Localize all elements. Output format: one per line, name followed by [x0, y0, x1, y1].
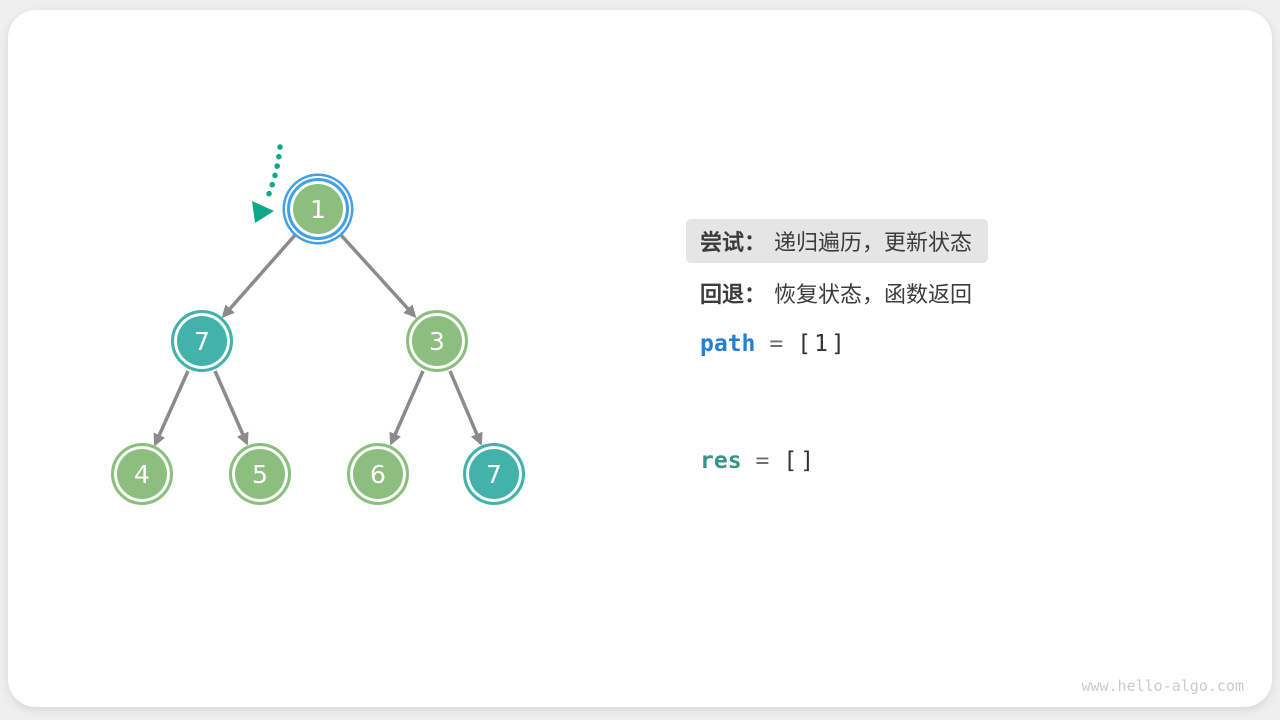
tree-node-5[interactable]: 5 [229, 443, 291, 505]
path-variable-value: [1] [797, 331, 848, 357]
try-text: 递归遍历，更新状态 [774, 230, 973, 255]
tree-node-value: 7 [194, 326, 210, 356]
tree-node-7-left[interactable]: 7 [171, 310, 233, 372]
edge-7-to-5 [213, 370, 249, 446]
edge-1-to-3 [338, 232, 417, 318]
backtrack-text: 恢复状态，函数返回 [774, 282, 973, 307]
res-variable-value: [] [783, 448, 818, 474]
backtrack-label: 回退： [700, 282, 767, 307]
try-label: 尝试： [700, 230, 767, 255]
figure-card: 1 7 3 4 5 6 7 尝试： 递归遍历，更新状态 回退： 恢复状态，函数返… [8, 10, 1272, 707]
tree-node-7-right[interactable]: 7 [463, 443, 525, 505]
tree-node-value: 7 [486, 459, 502, 489]
tree-node-value: 3 [429, 326, 445, 356]
edge-1-to-7 [221, 232, 298, 319]
current-pointer-arrowhead-icon [252, 201, 274, 223]
path-variable-line: path = [1] [700, 330, 848, 358]
tree-node-value: 5 [252, 459, 268, 489]
edge-7-to-4 [153, 370, 190, 447]
current-pointer-dotted-arrow-icon [263, 144, 283, 204]
tree-node-6[interactable]: 6 [347, 443, 409, 505]
path-variable-name: path [700, 331, 756, 357]
res-variable-name: res [700, 448, 742, 474]
tree-node-3[interactable]: 3 [406, 310, 468, 372]
site-watermark: www.hello-algo.com [1081, 677, 1244, 695]
try-statement-highlight: 尝试： 递归遍历，更新状态 [686, 219, 989, 263]
tree-node-value: 1 [310, 194, 326, 224]
res-equals-sign: = [755, 448, 770, 474]
tree-edges-layer [153, 144, 483, 447]
tree-node-1-current[interactable]: 1 [287, 178, 349, 240]
tree-node-4[interactable]: 4 [111, 443, 173, 505]
tree-node-value: 6 [370, 459, 386, 489]
tree-node-value: 4 [134, 459, 150, 489]
edge-3-to-6 [389, 370, 425, 446]
res-variable-line: res = [] [700, 447, 817, 475]
path-equals-sign: = [769, 331, 784, 357]
backtrack-statement: 回退： 恢复状态，函数返回 [700, 281, 972, 307]
edge-3-to-7 [448, 370, 483, 446]
